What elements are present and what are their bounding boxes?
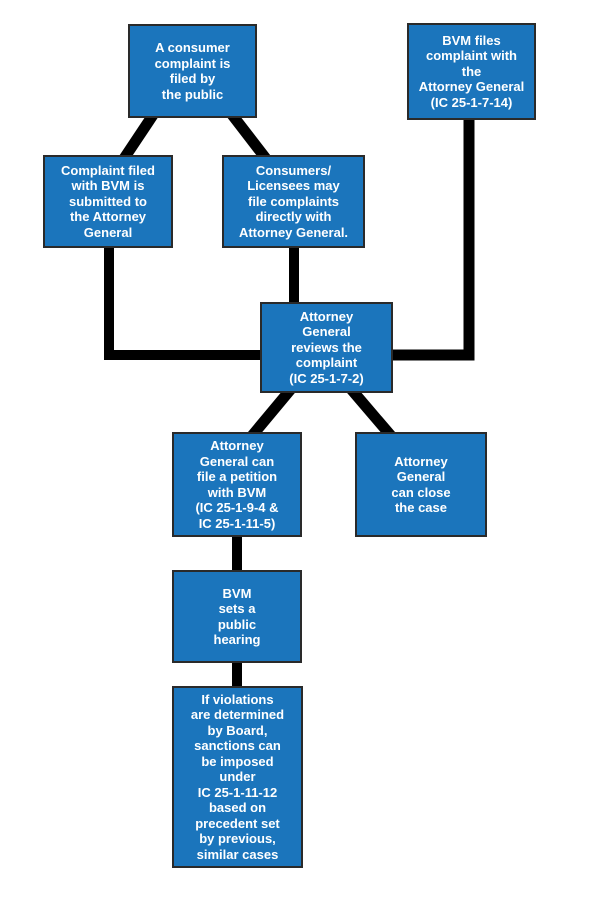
- edge-complaint-filed-to-ag-reviews: [104, 246, 262, 360]
- node-ag-can-close-case: Attorney General can close the case: [355, 432, 487, 537]
- node-consumers-licensees-direct: Consumers/ Licensees may file complaints…: [222, 155, 365, 248]
- node-ag-reviews-complaint: Attorney General reviews the complaint (…: [260, 302, 393, 393]
- node-ag-files-petition: Attorney General can file a petition wit…: [172, 432, 302, 537]
- node-sanctions-imposed: If violations are determined by Board, s…: [172, 686, 303, 868]
- edge-ag-reviews-to-ag-close: [346, 385, 397, 441]
- node-consumer-complaint-filed: A consumer complaint is filed by the pub…: [128, 24, 257, 118]
- node-complaint-filed-with-bvm: Complaint filed with BVM is submitted to…: [43, 155, 173, 248]
- edge-consumer-to-complaint-filed: [118, 108, 160, 164]
- edge-consumer-to-consumers-licensees: [225, 108, 272, 164]
- edge-bvm-files-to-ag-reviews: [391, 118, 475, 361]
- edge-ag-reviews-to-ag-petition: [246, 385, 296, 441]
- node-bvm-sets-hearing: BVM sets a public hearing: [172, 570, 302, 663]
- node-bvm-files-complaint: BVM files complaint with the Attorney Ge…: [407, 23, 536, 120]
